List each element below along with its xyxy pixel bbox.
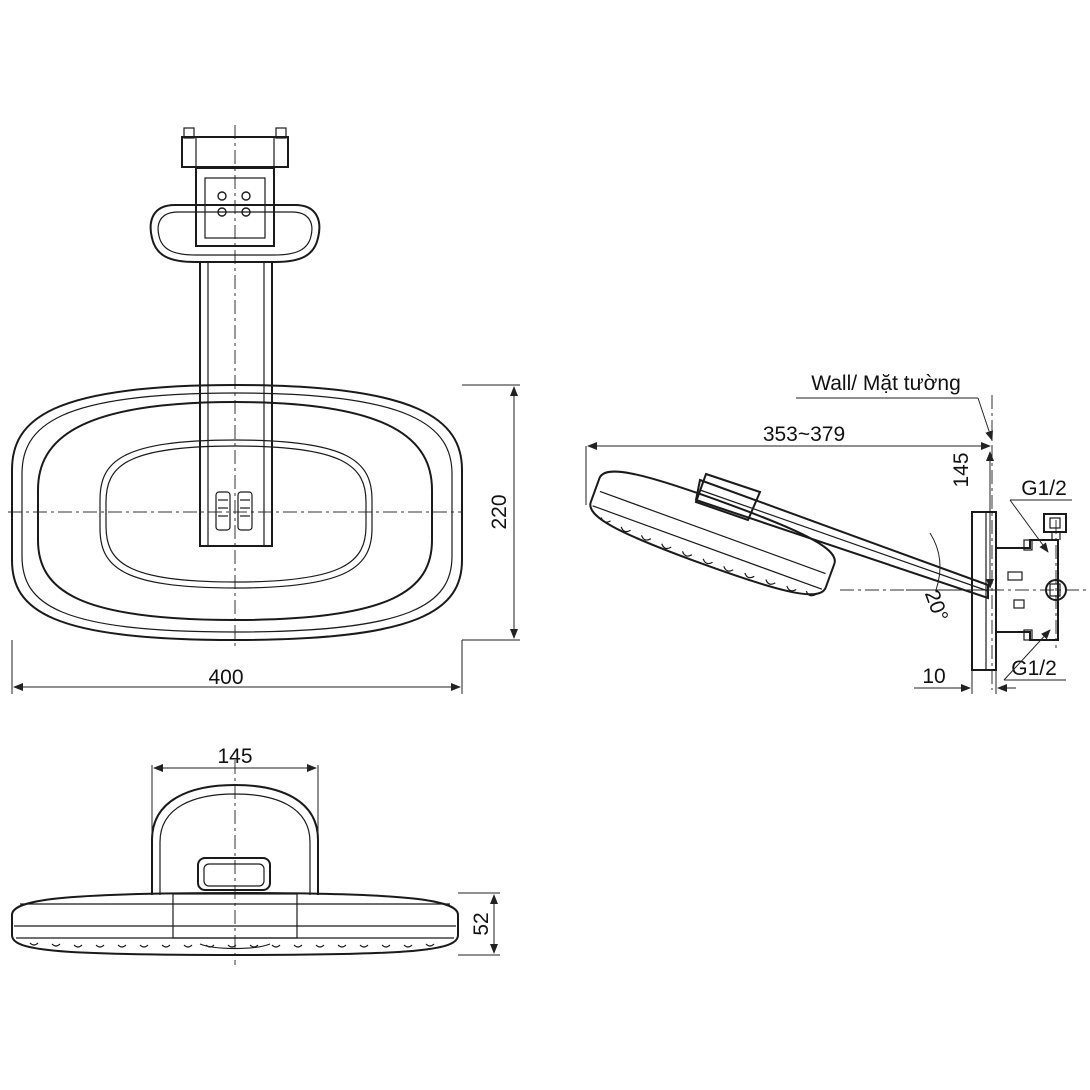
angle-arc (929, 532, 941, 591)
side-view: Wall/ Mặt tường 353~379 145 G1/2 G1/2 (585, 372, 1088, 694)
screw-hole (241, 207, 251, 217)
wall-flange-top (149, 204, 321, 263)
dimension-label-flange: 10 (922, 665, 945, 688)
screw-hole (217, 191, 227, 201)
dimension-label-height: 220 (488, 494, 511, 529)
inlet-port (1045, 579, 1067, 601)
top-fitting (1043, 513, 1067, 533)
mount-plate (181, 136, 289, 168)
angle-label: 20° (920, 587, 952, 625)
wall-plate-front (151, 783, 319, 895)
dimension-label-arm-width: 145 (217, 745, 252, 768)
dimension-label-drop: 145 (950, 452, 973, 487)
inlet-bottom-label: G1/2 (1011, 657, 1057, 680)
shower-head-second-outline (21, 392, 453, 633)
shower-head-side (589, 470, 836, 597)
valve-body (995, 539, 1059, 641)
arm-joint (694, 472, 762, 522)
nozzle-row (29, 942, 435, 948)
shower-arm-side (694, 478, 989, 600)
shower-arm-top (199, 261, 273, 547)
top-view: 400 220 (8, 125, 520, 694)
screw-hole (217, 207, 227, 217)
screw-hole (241, 191, 251, 201)
inlet-top-label: G1/2 (1021, 477, 1067, 500)
shower-head-outer-outline (11, 383, 463, 642)
dimension-label-width: 400 (208, 666, 243, 689)
shower-head-inner-rim (37, 400, 433, 622)
arm-tip-slot-left (215, 491, 231, 531)
wall-label: Wall/ Mặt tường (811, 372, 961, 395)
spray-face-inner-outline (105, 445, 367, 583)
front-view: 145 52 (11, 745, 500, 965)
shower-head-profile (11, 891, 459, 957)
arm-tip-slot-right (237, 491, 253, 531)
spray-face-outline (99, 439, 373, 589)
arm-section (197, 857, 271, 891)
dimension-label-reach: 353~379 (763, 423, 845, 446)
dimension-label-thickness: 52 (470, 912, 493, 935)
